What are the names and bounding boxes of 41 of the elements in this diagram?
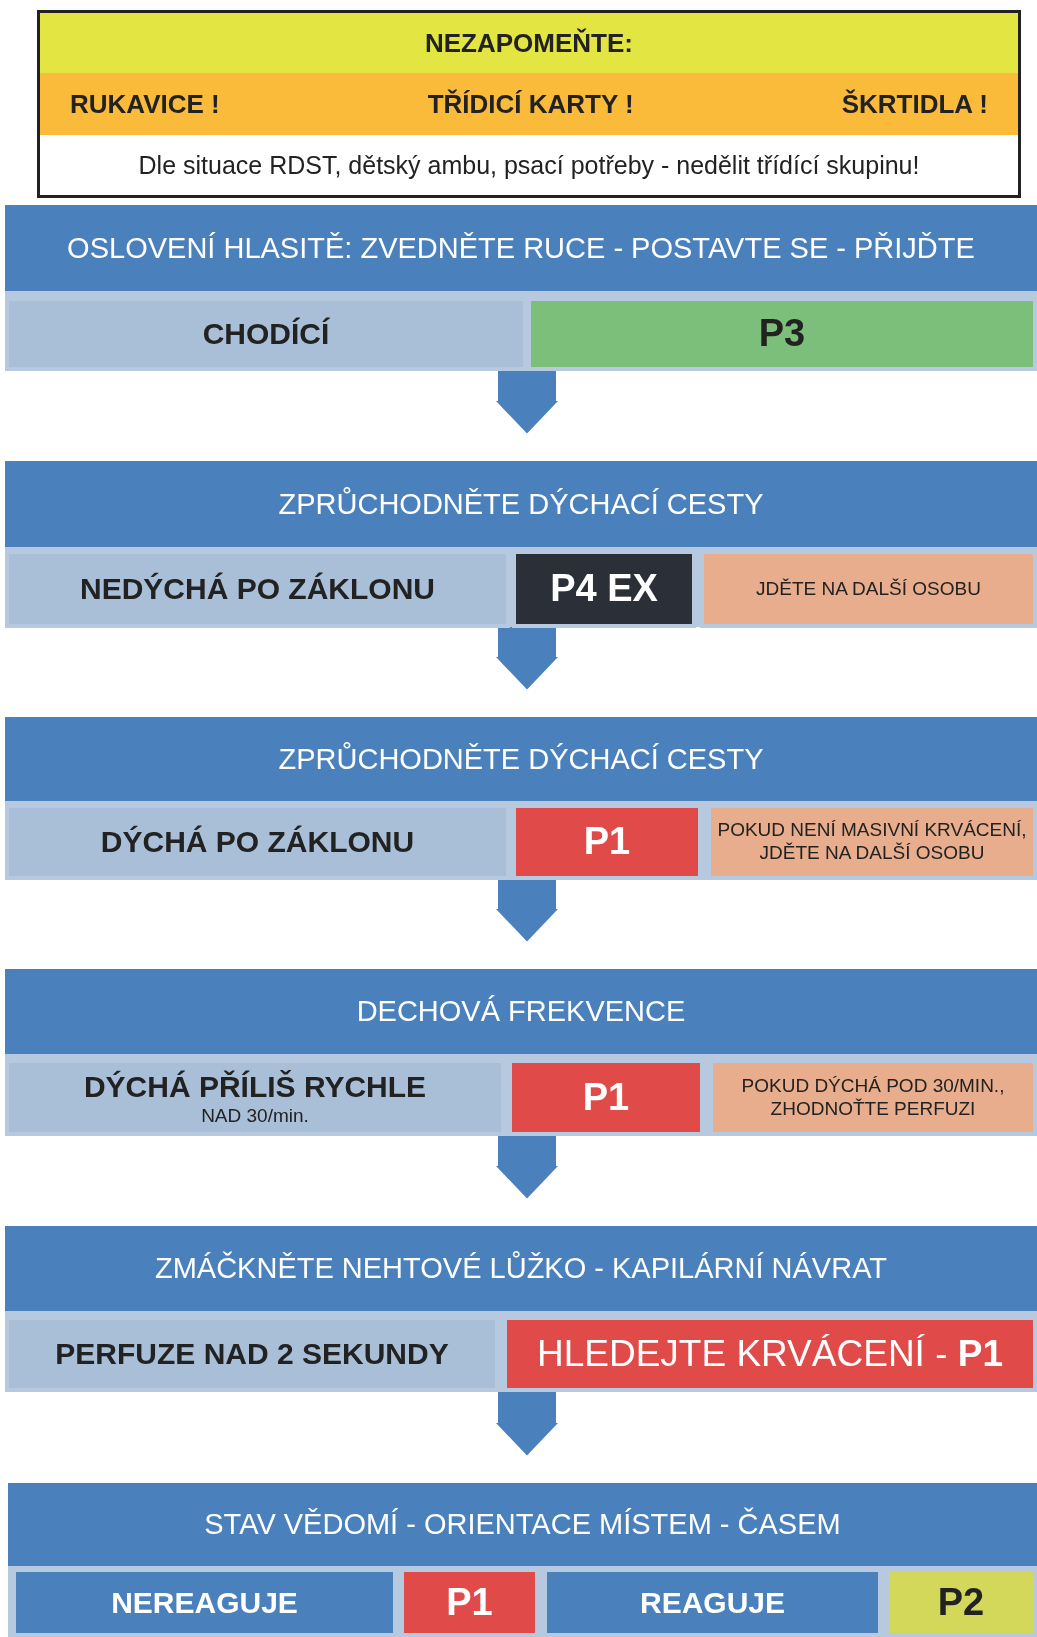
- condition-label: NEREAGUJE: [110, 1584, 299, 1621]
- reminder-panel: [37, 10, 1021, 198]
- priority-label: P3: [757, 311, 807, 357]
- step-heading: ZPRŮCHODNĚTE DÝCHACÍ CESTY: [278, 742, 764, 776]
- note-text: Dle situace RDST, dětský ambu, psací potřeby - nedělit třídící skupinu!: [138, 150, 920, 180]
- condition-label: DÝCHÁ PŘÍLIŠ RYCHLE: [82, 1068, 428, 1105]
- arrow: [496, 371, 558, 434]
- step-section: [5, 969, 1037, 1136]
- priority-label: P1: [582, 819, 632, 865]
- arrow: [496, 1392, 558, 1456]
- reminder-item: ŠKRTIDLA !: [841, 88, 988, 120]
- condition-label: CHODÍCÍ: [201, 316, 331, 352]
- arrow: [496, 1136, 558, 1199]
- condition-label: NEDÝCHÁ PO ZÁKLONU: [79, 571, 436, 607]
- instruction-text: POKUD DÝCHÁ POD 30/MIN., ZHODNOŤTE PERFUZI: [740, 1074, 1006, 1121]
- condition-label: REAGUJE: [638, 1584, 786, 1621]
- instruction-text: POKUD NENÍ MASIVNÍ KRVÁCENÍ, JDĚTE NA DALŠÍ OSOBU: [716, 819, 1028, 865]
- step-heading: ZPRŮCHODNĚTE DÝCHACÍ CESTY: [278, 487, 764, 521]
- condition-label: DÝCHÁ PO ZÁKLONU: [99, 824, 416, 860]
- step-heading: ZMÁČKNĚTE NEHTOVÉ LŮŽKO - KAPILÁRNÍ NÁVRAT: [154, 1252, 888, 1285]
- step-section: [8, 1483, 1037, 1637]
- priority-label: P1: [581, 1074, 631, 1120]
- reminder-item: TŘÍDICÍ KARTY !: [427, 88, 634, 120]
- priority-label: P1: [445, 1579, 494, 1625]
- instruction-text: JDĚTE NA DALŠÍ OSOBU: [755, 577, 982, 601]
- priority-label: P4 EX: [549, 566, 659, 612]
- step-heading: DECHOVÁ FREKVENCE: [356, 995, 686, 1028]
- step-heading: STAV VĚDOMÍ - ORIENTACE MÍSTEM - ČASEM: [204, 1508, 841, 1541]
- step-section: [5, 205, 1037, 371]
- reminder-item: RUKAVICE !: [70, 88, 220, 120]
- condition-label: PERFUZE NAD 2 SEKUNDY: [54, 1336, 450, 1372]
- step-section: [5, 461, 1037, 627]
- step-section: [5, 1226, 1037, 1392]
- reminder-heading: NEZAPOMEŇTE:: [425, 27, 633, 59]
- step-heading: OSLOVENÍ HLASITĚ: ZVEDNĚTE RUCE - POSTAVTE SE - PŘIJĎTE: [67, 231, 975, 265]
- step-section: [5, 717, 1037, 880]
- arrow: [496, 627, 558, 690]
- priority-label: P2: [936, 1579, 986, 1625]
- condition-note: NAD 30/min.: [201, 1104, 309, 1127]
- arrow: [496, 880, 558, 942]
- priority-label: HLEDEJTE KRVÁCENÍ - P1: [535, 1331, 1005, 1376]
